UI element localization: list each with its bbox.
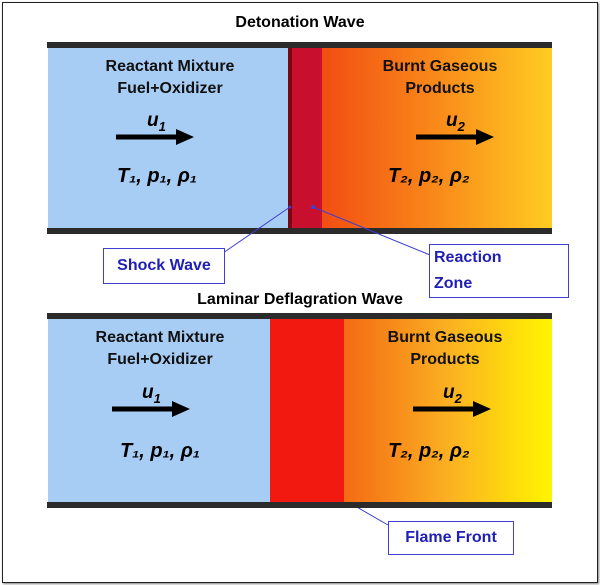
detonation-velocity-in: u1 [147, 110, 166, 134]
right-arrow-icon [116, 129, 194, 145]
detonation-velocity-out: u2 [446, 110, 465, 134]
detonation-top-wall [47, 42, 552, 48]
product-line-1: Burnt Gaseous [382, 58, 498, 75]
product-line-1: Burnt Gaseous [387, 329, 503, 346]
reactant-line-2: Fuel+Oxidizer [117, 80, 223, 97]
detonation-reactant-label: Reactant Mixture Fuel+Oxidizer [70, 56, 270, 100]
detonation-bottom-wall [47, 228, 552, 234]
deflagration-product-label: Burnt Gaseous Products [345, 327, 545, 371]
flame-front-callout: Flame Front [388, 521, 514, 555]
reactant-line-2: Fuel+Oxidizer [107, 351, 213, 368]
detonation-product-label: Burnt Gaseous Products [340, 56, 540, 100]
shock-leader [222, 206, 291, 254]
reaction-zone-text: Reaction Zone [434, 249, 502, 292]
deflagration-velocity-in: u1 [142, 382, 161, 406]
deflagration-reactant-label: Reactant Mixture Fuel+Oxidizer [60, 327, 260, 371]
product-line-2: Products [405, 80, 475, 97]
right-arrow-icon [413, 401, 491, 417]
detonation-reaction-zone [292, 48, 322, 228]
right-arrow-icon [416, 129, 494, 145]
right-arrow-icon [112, 401, 190, 417]
deflagration-flame-front [270, 319, 344, 502]
deflagration-title: Laminar Deflagration Wave [197, 291, 403, 308]
reaction-leader [312, 206, 431, 256]
detonation-state-in: T₁, p₁, ρ₁ [117, 165, 197, 187]
reactant-line-1: Reactant Mixture [95, 329, 225, 346]
deflagration-state-in: T₁, p₁, ρ₁ [120, 440, 200, 462]
detonation-title: Detonation Wave [235, 14, 365, 31]
deflagration-top-wall [47, 313, 552, 319]
detonation-shock-wave [288, 48, 292, 228]
product-line-2: Products [410, 351, 480, 368]
reaction-zone-callout: Reaction Zone [429, 244, 569, 298]
reactant-line-1: Reactant Mixture [105, 58, 235, 75]
deflagration-state-out: T₂, p₂, ρ₂ [388, 440, 470, 462]
deflagration-velocity-out: u2 [443, 382, 462, 406]
detonation-state-out: T₂, p₂, ρ₂ [388, 165, 470, 187]
deflagration-bottom-wall [47, 502, 552, 508]
shock-wave-callout: Shock Wave [103, 248, 225, 284]
